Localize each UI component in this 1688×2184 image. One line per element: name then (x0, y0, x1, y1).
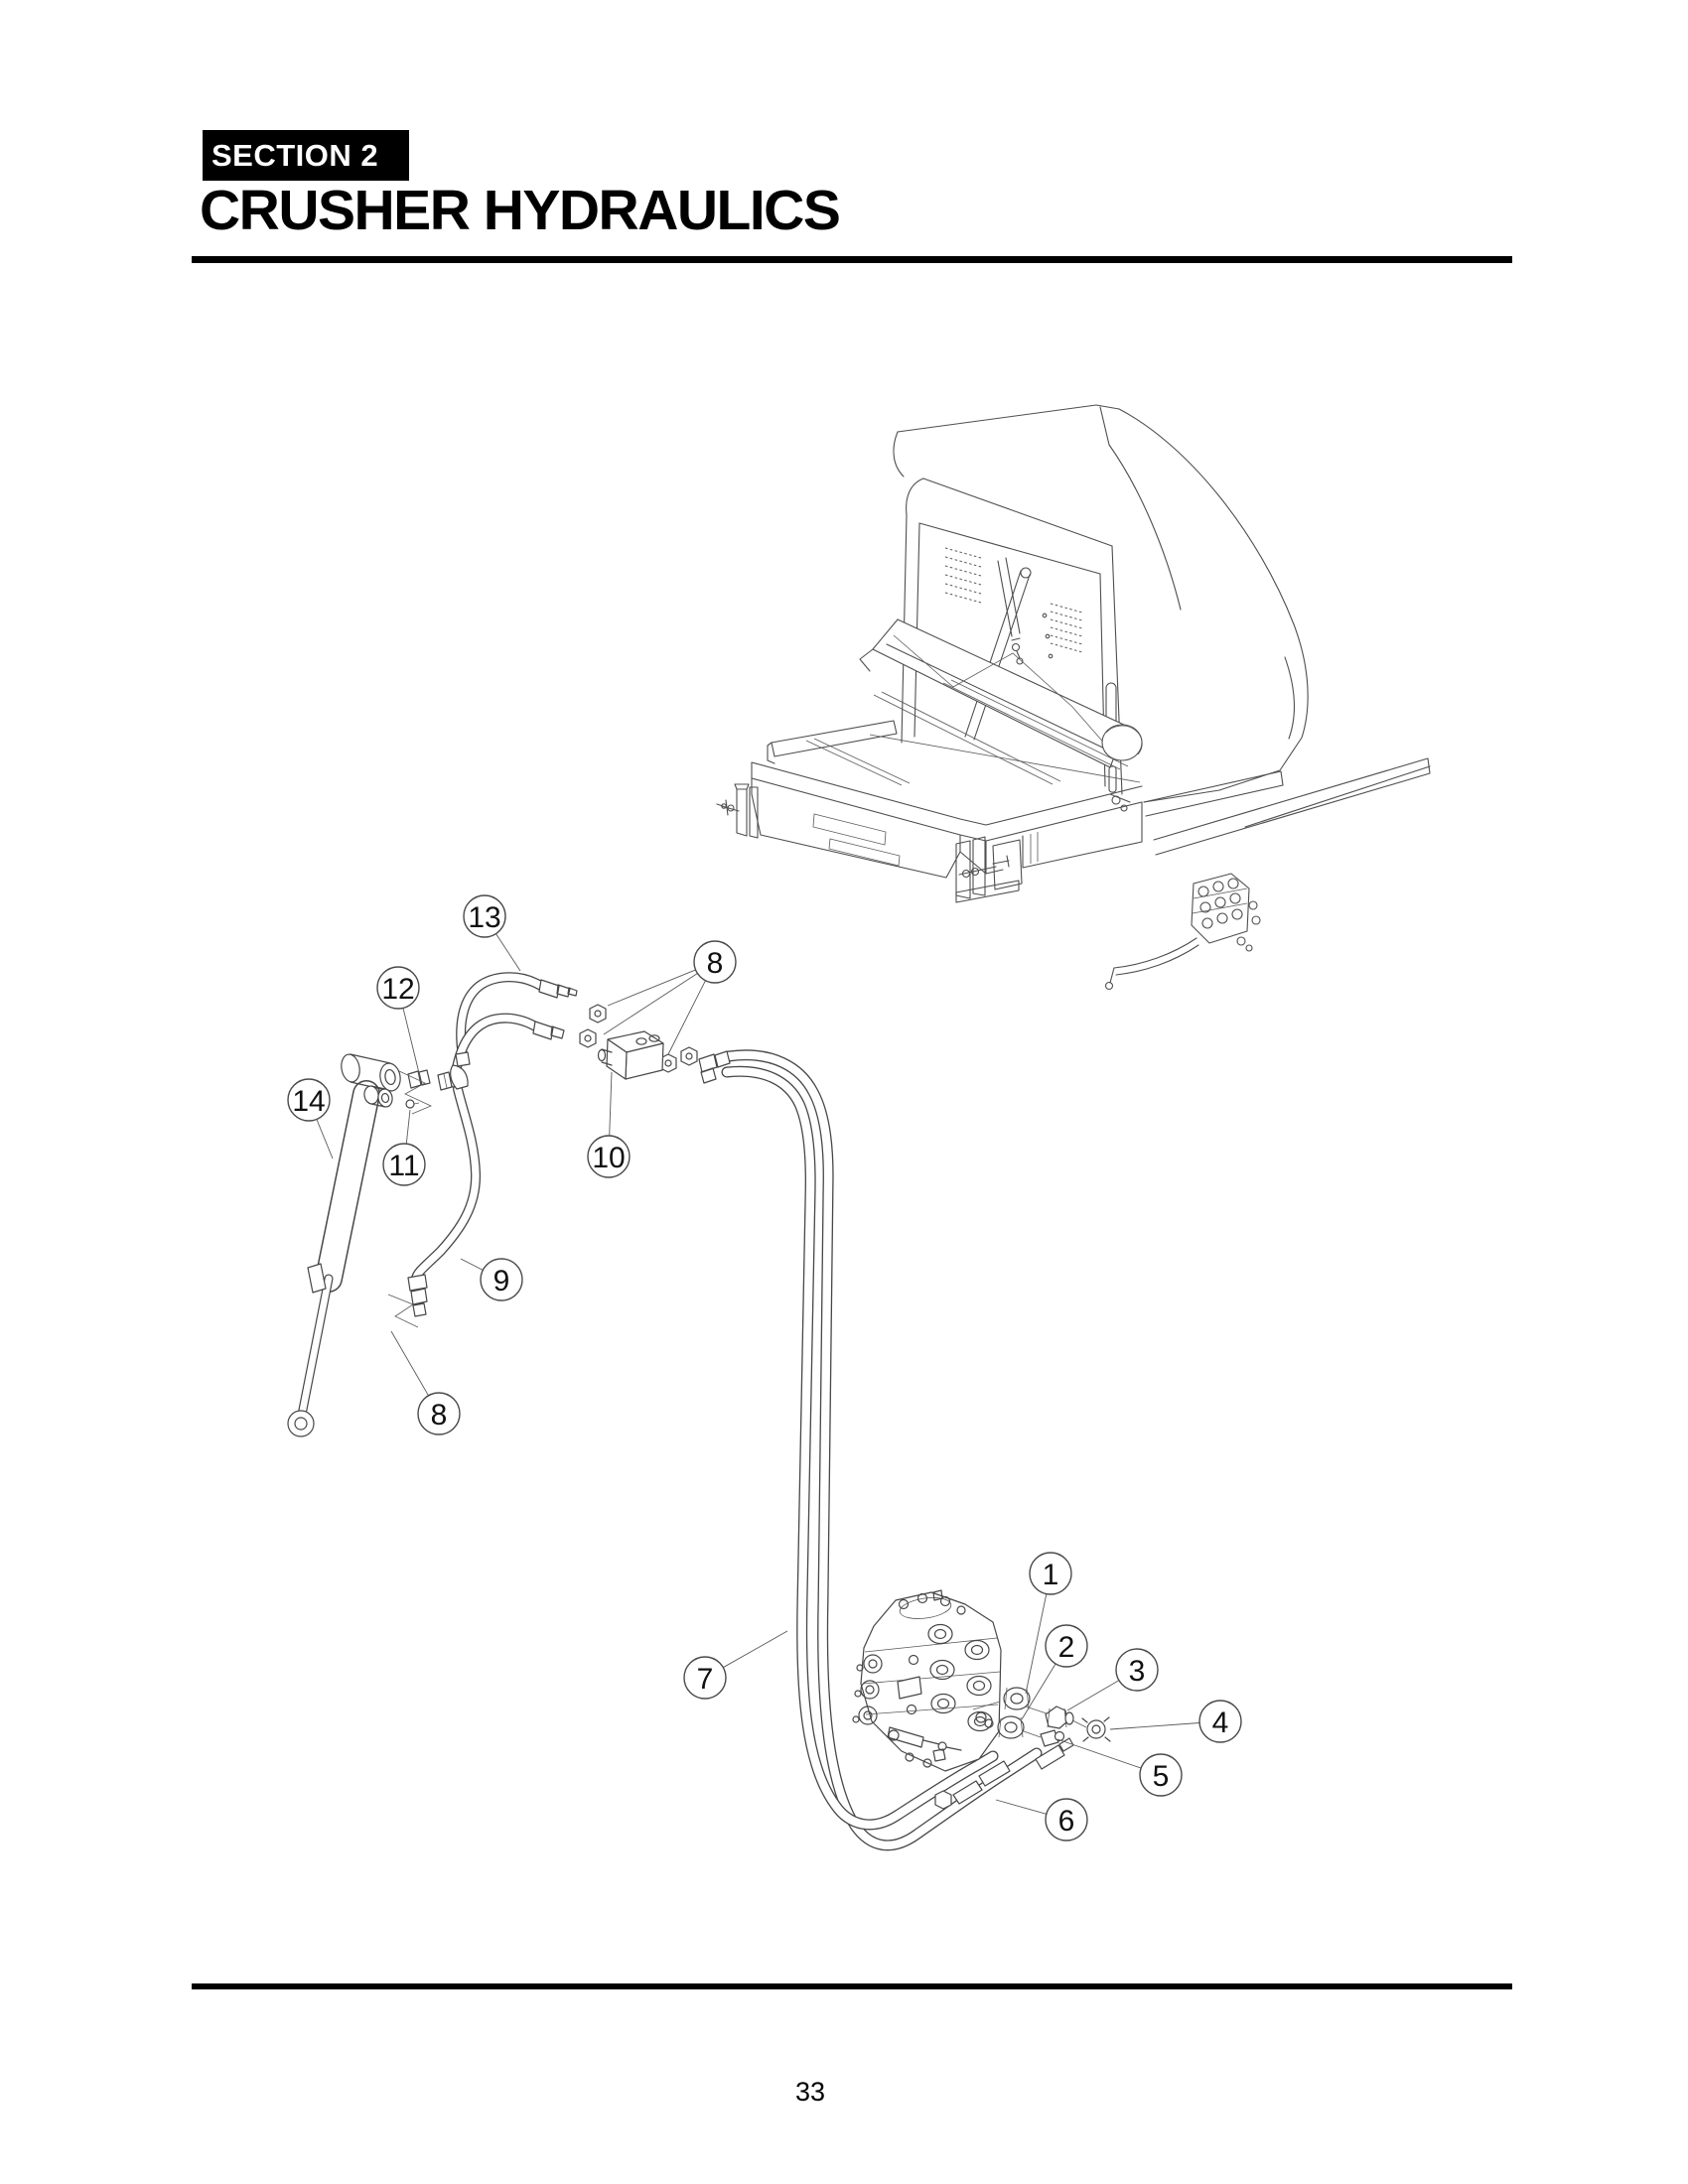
callout-number-12: 12 (381, 973, 414, 1006)
callout-number-8: 8 (707, 947, 724, 980)
callout-circle-4 (1198, 1700, 1242, 1743)
machine-valve-block (1104, 873, 1261, 991)
callout-number-9: 9 (493, 1265, 510, 1297)
callout-number-2: 2 (1058, 1631, 1075, 1664)
leader-line-6 (995, 1799, 1047, 1815)
hose-13 (456, 972, 578, 1061)
section-label-box: SECTION 2 (203, 130, 409, 181)
leader-line-5 (1056, 1738, 1142, 1769)
section-label: SECTION 2 (211, 137, 379, 173)
callout-2: 2 (1045, 1624, 1088, 1668)
callout-number-10: 10 (592, 1142, 625, 1174)
callout-circle-8 (417, 1392, 461, 1435)
exploded-fittings (972, 1687, 1111, 1747)
callout-number-7: 7 (697, 1663, 714, 1696)
leader-line-8 (667, 980, 706, 1055)
callout-number-8: 8 (431, 1399, 448, 1432)
callout-5: 5 (1139, 1753, 1183, 1797)
callout-circle-7 (683, 1656, 727, 1700)
callout-1: 1 (1029, 1552, 1072, 1595)
callout-7: 7 (683, 1656, 727, 1700)
machine-bed (751, 679, 1143, 879)
callout-circle-12 (376, 966, 420, 1010)
hose-upper-second (450, 1013, 565, 1088)
page-title: CRUSHER HYDRAULICS (200, 179, 841, 242)
callout-circle-6 (1045, 1798, 1088, 1842)
callout-number-6: 6 (1058, 1805, 1075, 1838)
callout-11: 11 (382, 1143, 426, 1186)
callout-number-5: 5 (1153, 1760, 1170, 1793)
control-valve-block (852, 1589, 1002, 1772)
leader-line-9 (460, 1258, 484, 1271)
leader-line-4 (1109, 1722, 1200, 1730)
hose-6-fittings (934, 1737, 1074, 1810)
manifold-block (597, 1030, 731, 1084)
callout-circle-14 (287, 1078, 331, 1122)
footer-rule (192, 1983, 1512, 1989)
page-number: 33 (794, 2077, 826, 2107)
leader-line-13 (495, 933, 521, 972)
machine-bracket-left (716, 783, 759, 839)
leader-line-7 (723, 1630, 788, 1669)
leader-line-14 (316, 1119, 334, 1160)
leader-line-2 (1021, 1663, 1056, 1720)
callout-circle-5 (1139, 1753, 1183, 1797)
callout-circle-9 (480, 1258, 523, 1301)
callout-number-1: 1 (1043, 1559, 1059, 1591)
leader-line-12 (402, 1008, 421, 1078)
callout-circle-13 (463, 894, 506, 938)
hose-9 (407, 1084, 482, 1317)
leader-line-1 (1025, 1593, 1048, 1695)
leader-line-10 (609, 1071, 613, 1137)
elbow-fitting-group (387, 1051, 471, 1328)
leader-line-8 (607, 969, 696, 1007)
callout-circle-2 (1045, 1624, 1088, 1668)
callout-number-4: 4 (1212, 1706, 1229, 1739)
callout-circle-8 (693, 940, 737, 984)
parts-diagram (287, 972, 1111, 1851)
callout-number-14: 14 (292, 1085, 325, 1118)
header-rule (192, 256, 1512, 263)
callout-10: 10 (587, 1135, 631, 1178)
callout-14: 14 (287, 1078, 331, 1122)
machine-illustration (716, 404, 1431, 991)
callout-6: 6 (1045, 1798, 1088, 1842)
fitting-8-nuts (579, 1004, 698, 1073)
leader-line-3 (1066, 1680, 1120, 1711)
callout-9: 9 (480, 1258, 523, 1301)
callout-number-11: 11 (388, 1150, 419, 1182)
callout-4: 4 (1198, 1700, 1242, 1743)
callout-leader-lines (316, 933, 1200, 1815)
callout-number-13: 13 (468, 901, 500, 934)
callout-8: 8 (417, 1392, 461, 1435)
hose-7-pair (721, 1049, 1043, 1851)
leader-line-8 (603, 973, 698, 1035)
hydraulic-cylinder (287, 1053, 401, 1437)
leader-line-11 (405, 1109, 411, 1145)
callout-circle-3 (1115, 1648, 1159, 1692)
callout-number-3: 3 (1129, 1655, 1146, 1688)
callout-circle-11 (382, 1143, 426, 1186)
callout-3: 3 (1115, 1648, 1159, 1692)
callout-12: 12 (376, 966, 420, 1010)
machine-bracket-bottom (955, 836, 1023, 903)
machine-crusher-lid (859, 618, 1143, 768)
callout-13: 13 (463, 894, 506, 938)
callout-circle-10 (587, 1135, 631, 1178)
machine-hood (893, 404, 1431, 856)
machine-back-panel (944, 547, 1083, 741)
callout-circle-1 (1029, 1552, 1072, 1595)
leader-line-8 (390, 1330, 429, 1397)
callout-8: 8 (693, 940, 737, 984)
